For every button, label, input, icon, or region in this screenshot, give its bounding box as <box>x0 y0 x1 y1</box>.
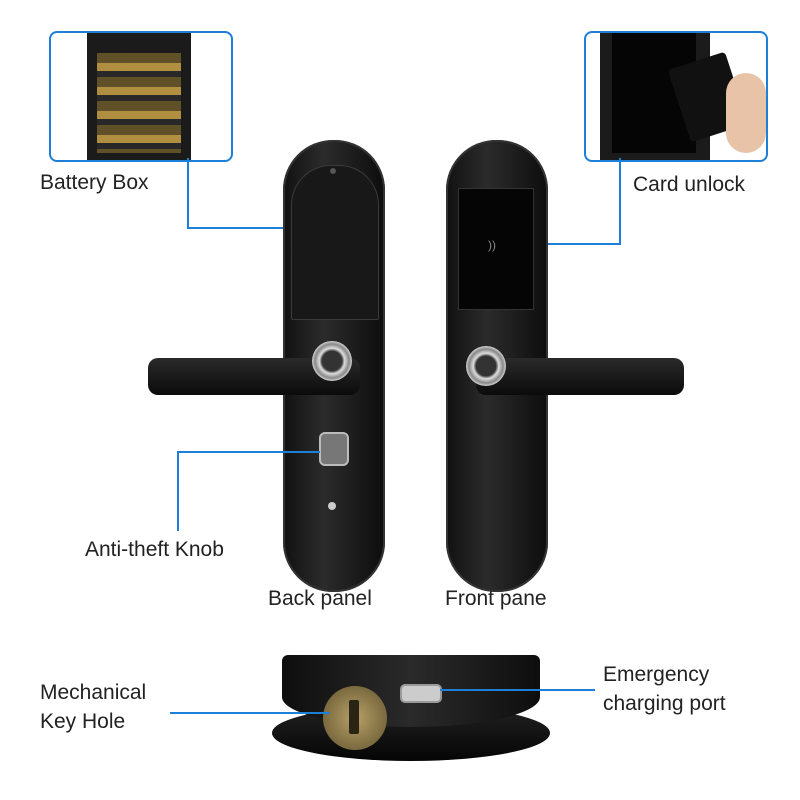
front-handle[interactable] <box>476 358 684 395</box>
battery-callout-line <box>187 158 189 229</box>
emergency-charging-label-2: charging port <box>603 692 726 715</box>
mechanical-key-hole-label-2: Key Hole <box>40 710 126 733</box>
batteries-image <box>97 53 181 153</box>
card-unlock-label: Card unlock <box>633 173 746 196</box>
emergency-charging-label-1: Emergency <box>603 663 710 686</box>
battery-box-label: Battery Box <box>40 171 149 194</box>
keyhole-callout-line <box>170 712 330 714</box>
mechanical-key-hole-label-1: Mechanical <box>40 681 147 704</box>
anti-theft-knob-label: Anti-theft Knob <box>85 538 224 561</box>
anti-theft-knob[interactable] <box>319 432 349 466</box>
front-pane-label: Front pane <box>445 587 547 610</box>
battery-cover <box>291 165 379 320</box>
charging-callout-line <box>440 689 595 691</box>
card-callout-line <box>619 158 621 245</box>
card-unlock-inset <box>584 31 768 162</box>
knob-callout-line <box>178 451 320 453</box>
key-hole-small <box>328 502 336 510</box>
back-panel-label: Back panel <box>268 587 372 610</box>
rfid-icon: )) <box>488 238 496 252</box>
card-reader-screen <box>458 188 534 310</box>
hand <box>726 73 766 153</box>
battery-box-inset <box>49 31 233 162</box>
usb-charging-port[interactable] <box>400 684 442 703</box>
